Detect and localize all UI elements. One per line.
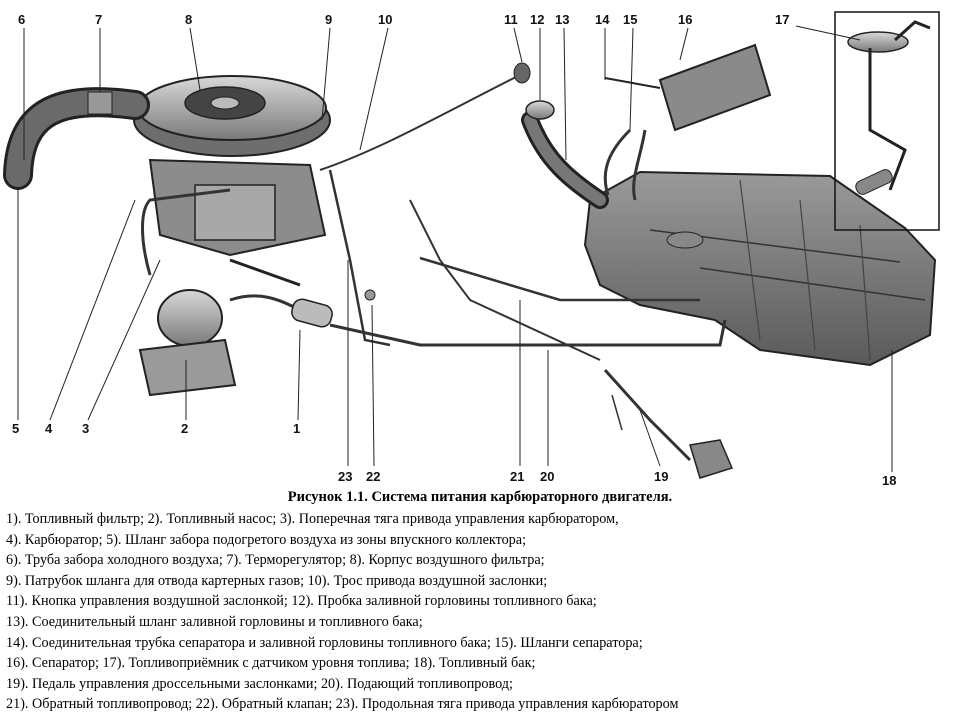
callout-22: 22 — [366, 469, 380, 484]
carburetor — [148, 158, 327, 287]
legend-line: 16). Сепаратор; 17). Топливоприёмник с д… — [6, 655, 536, 672]
callout-9: 9 — [325, 12, 332, 27]
callout-5: 5 — [12, 421, 19, 436]
callout-23: 23 — [338, 469, 352, 484]
fuel-tank — [583, 170, 937, 367]
callout-8: 8 — [185, 12, 192, 27]
callout-10: 10 — [378, 12, 392, 27]
legend-line: 9). Патрубок шланга для отвода картерных… — [6, 572, 548, 589]
leader-lines — [17, 25, 893, 472]
callout-15: 15 — [623, 12, 637, 27]
fuel-system-diagram: 1 2 3 4 5 6 7 8 9 10 11 12 13 14 15 16 1… — [3, 11, 940, 488]
thermostat — [87, 91, 113, 115]
legend-line: 6). Труба забора холодного воздуха; 7). … — [6, 552, 545, 569]
air-filter-housing — [133, 75, 331, 157]
figure-caption-title: Рисунок 1.1. Система питания карбюраторн… — [287, 489, 673, 505]
callout-6: 6 — [18, 12, 25, 27]
callout-21: 21 — [510, 469, 524, 484]
callout-4: 4 — [45, 421, 53, 436]
callout-numbers: 1 2 3 4 5 6 7 8 9 10 11 12 13 14 15 16 1… — [12, 12, 896, 488]
fuel-sender — [834, 11, 940, 231]
callout-19: 19 — [654, 469, 668, 484]
callout-12: 12 — [530, 12, 544, 27]
diagram-canvas: 1 2 3 4 5 6 7 8 9 10 11 12 13 14 15 16 1… — [3, 11, 940, 488]
cold-air-tube — [3, 87, 150, 190]
callout-18: 18 — [882, 473, 896, 488]
legend-line: 14). Соединительная трубка сепаратора и … — [6, 634, 643, 651]
legend-line: 21). Обратный топливопровод; 22). Обратн… — [6, 696, 679, 713]
fuel-lines — [141, 188, 727, 361]
legend-line: 4). Карбюратор; 5). Шланг забора подогре… — [6, 531, 527, 548]
callout-16: 16 — [678, 12, 692, 27]
figure-legend: 1). Топливный фильтр; 2). Топливный насо… — [6, 509, 958, 715]
callout-13: 13 — [555, 12, 569, 27]
fuel-filter — [229, 294, 333, 328]
filler-neck — [521, 100, 609, 209]
choke-cable — [319, 62, 531, 171]
callout-7: 7 — [95, 12, 102, 27]
filler-cap — [525, 100, 555, 120]
legend-line: 13). Соединительный шланг заливной горло… — [6, 613, 423, 630]
callout-1: 1 — [293, 421, 300, 436]
callout-17: 17 — [775, 12, 789, 27]
control-rod — [328, 169, 391, 347]
legend-line: 11). Кнопка управления воздушной заслонк… — [6, 593, 597, 610]
check-valve — [364, 289, 376, 301]
callout-2: 2 — [181, 421, 188, 436]
callout-11: 11 — [504, 12, 518, 27]
fuel-pump — [138, 289, 237, 397]
throttle-pedal — [603, 368, 734, 479]
legend-line: 19). Педаль управления дроссельными засл… — [6, 675, 513, 692]
callout-3: 3 — [82, 421, 89, 436]
callout-14: 14 — [595, 12, 610, 27]
choke-knob — [513, 62, 531, 84]
legend-line: 1). Топливный фильтр; 2). Топливный насо… — [6, 511, 619, 527]
separator — [603, 43, 772, 201]
callout-20: 20 — [540, 469, 554, 484]
